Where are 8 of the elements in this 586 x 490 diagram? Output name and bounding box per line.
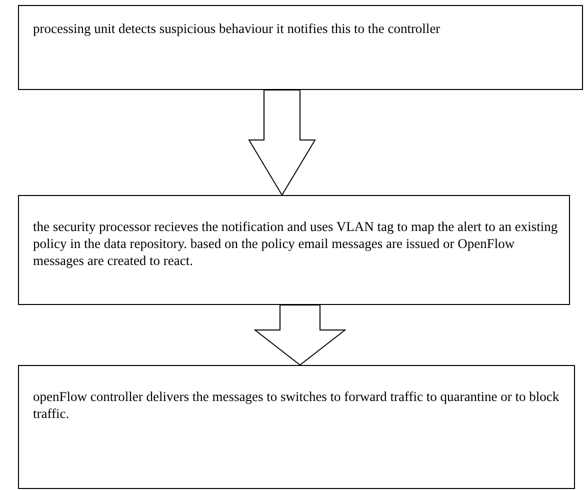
block-arrow xyxy=(254,304,346,366)
process-box xyxy=(18,365,575,489)
process-box xyxy=(18,5,583,90)
process-box xyxy=(18,195,570,305)
step-text: the security processor recieves the notification and uses VLAN tag to map the alert to an existing policy in the data repository. based on the policy email messages are issued or OpenFlow messages are created to react. xyxy=(33,218,559,269)
step-text: processing unit detects suspicious behaviour it notifies this to the controller xyxy=(33,20,442,37)
step-text: openFlow controller delivers the messages to switches to forward traffic to quarantine or to block traffic. xyxy=(33,388,560,422)
block-arrow xyxy=(248,90,316,196)
